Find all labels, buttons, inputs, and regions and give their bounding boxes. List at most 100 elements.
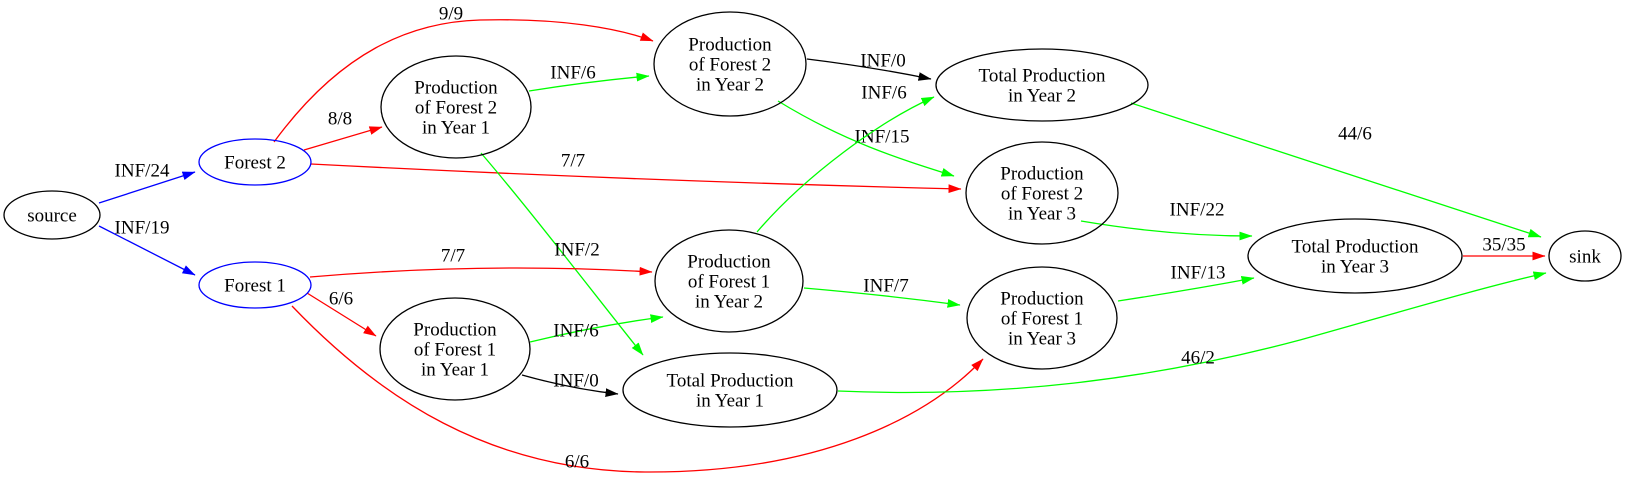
edge-line-pf2y3-tpy3 bbox=[1080, 220, 1253, 241]
node-sink: sink bbox=[1548, 230, 1622, 282]
edge-line-source-forest1 bbox=[98, 225, 196, 276]
node-ellipse-tpy3 bbox=[1247, 218, 1463, 294]
edge-line-pf2y2-pf2y3 bbox=[777, 100, 955, 177]
edge-label-forest2-pf2y2: 9/9 bbox=[439, 4, 463, 25]
edge-label-pf1y2-pf1y3: INF/7 bbox=[863, 276, 908, 297]
edge-pf1y2-pf1y3: INF/7 bbox=[803, 276, 961, 308]
edge-pf2y1-tpy1: INF/2 bbox=[480, 152, 644, 356]
edge-pf2y1-pf2y2: INF/6 bbox=[528, 63, 650, 92]
edge-line-pf1y1-tpy1 bbox=[521, 374, 619, 398]
node-forest2: Forest 2 bbox=[198, 138, 312, 186]
edge-label-source-forest2: INF/24 bbox=[115, 161, 170, 182]
edge-label-pf2y3-tpy3: INF/22 bbox=[1170, 200, 1225, 221]
edge-line-pf2y1-tpy1 bbox=[480, 152, 644, 356]
edge-label-forest2-pf2y1: 8/8 bbox=[328, 109, 352, 130]
edge-label-pf1y1-tpy1: INF/0 bbox=[553, 371, 598, 392]
node-forest1: Forest 1 bbox=[198, 261, 312, 309]
node-ellipse-forest1 bbox=[198, 261, 312, 309]
node-ellipse-pf1y2 bbox=[654, 229, 804, 333]
node-ellipse-pf1y3 bbox=[966, 266, 1118, 370]
node-label-sink: sink bbox=[1569, 247, 1601, 268]
edge-label-pf2y1-pf2y2: INF/6 bbox=[550, 63, 595, 84]
node-ellipse-sink bbox=[1548, 230, 1622, 282]
edge-label-tpy2-sink: 44/6 bbox=[1338, 124, 1372, 145]
edge-line-forest1-pf1y2 bbox=[309, 266, 653, 278]
edge-line-pf1y3-tpy3 bbox=[1117, 275, 1255, 302]
node-source: source bbox=[3, 190, 101, 240]
node-ellipse-pf2y1 bbox=[380, 55, 532, 159]
edge-source-forest1: INF/19 bbox=[98, 218, 196, 276]
edge-label-forest1-pf1y1: 6/6 bbox=[329, 289, 353, 310]
edge-line-forest2-pf2y3 bbox=[310, 163, 962, 194]
edge-pf1y3-tpy3: INF/13 bbox=[1117, 263, 1255, 302]
node-label-source: source bbox=[27, 206, 77, 227]
edge-line-pf1y1-pf1y2 bbox=[529, 314, 664, 343]
edge-line-pf2y2-tpy2 bbox=[806, 58, 932, 81]
edge-label-pf2y2-tpy2: INF/0 bbox=[860, 51, 905, 72]
edge-tpy3-sink: 35/35 bbox=[1463, 235, 1546, 261]
node-ellipse-tpy1 bbox=[622, 352, 838, 428]
edge-forest1-pf1y2: 7/7 bbox=[309, 246, 653, 278]
node-ellipse-tpy2 bbox=[935, 48, 1149, 122]
edge-label-pf1y1-pf1y2: INF/6 bbox=[553, 321, 598, 342]
edge-label-forest1-pf1y3: 6/6 bbox=[565, 452, 589, 473]
node-label-forest1: Forest 1 bbox=[224, 276, 286, 297]
edge-source-forest2: INF/24 bbox=[98, 161, 196, 204]
edge-line-tpy1-sink bbox=[837, 271, 1547, 394]
edge-pf2y2-tpy2: INF/0 bbox=[806, 51, 932, 81]
edge-pf2y3-tpy3: INF/22 bbox=[1080, 200, 1253, 241]
node-ellipse-pf1y1 bbox=[379, 297, 531, 401]
edge-line-pf1y2-tpy2 bbox=[756, 96, 935, 233]
edge-pf2y2-pf2y3: INF/15 bbox=[777, 100, 955, 177]
edge-label-forest1-pf1y2: 7/7 bbox=[441, 246, 465, 267]
edge-line-forest1-pf1y1 bbox=[306, 292, 377, 337]
edge-pf1y1-pf1y2: INF/6 bbox=[529, 314, 664, 343]
edge-forest2-pf2y1: 8/8 bbox=[303, 109, 383, 151]
edge-tpy2-sink: 44/6 bbox=[1130, 102, 1542, 238]
edge-forest1-pf1y3: 6/6 bbox=[291, 305, 984, 473]
node-ellipse-pf2y3 bbox=[965, 141, 1119, 245]
edge-label-pf2y2-pf2y3: INF/15 bbox=[855, 127, 910, 148]
edge-line-forest2-pf2y2 bbox=[273, 19, 654, 143]
node-ellipse-forest2 bbox=[198, 138, 312, 186]
edge-line-forest2-pf2y1 bbox=[303, 126, 383, 151]
edge-label-source-forest1: INF/19 bbox=[115, 218, 170, 239]
edge-forest2-pf2y3: 7/7 bbox=[310, 151, 962, 194]
edge-line-tpy2-sink bbox=[1130, 102, 1542, 238]
edge-label-pf1y2-tpy2: INF/6 bbox=[861, 83, 906, 104]
edge-tpy1-sink: 46/2 bbox=[837, 271, 1547, 394]
edge-line-source-forest2 bbox=[98, 171, 196, 204]
edge-label-tpy3-sink: 35/35 bbox=[1482, 235, 1525, 256]
node-ellipse-pf2y2 bbox=[653, 11, 807, 117]
edge-label-pf1y3-tpy3: INF/13 bbox=[1171, 263, 1226, 284]
edge-pf1y2-tpy2: INF/6 bbox=[756, 83, 935, 233]
node-ellipse-source bbox=[3, 190, 101, 240]
edge-forest2-pf2y2: 9/9 bbox=[273, 4, 654, 143]
edge-forest1-pf1y1: 6/6 bbox=[306, 289, 377, 337]
edge-label-pf2y1-tpy1: INF/2 bbox=[554, 240, 599, 261]
edge-line-forest1-pf1y3 bbox=[291, 305, 984, 473]
node-label-forest2: Forest 2 bbox=[224, 153, 286, 174]
edge-label-tpy1-sink: 46/2 bbox=[1181, 348, 1215, 369]
edge-label-forest2-pf2y3: 7/7 bbox=[561, 151, 585, 172]
